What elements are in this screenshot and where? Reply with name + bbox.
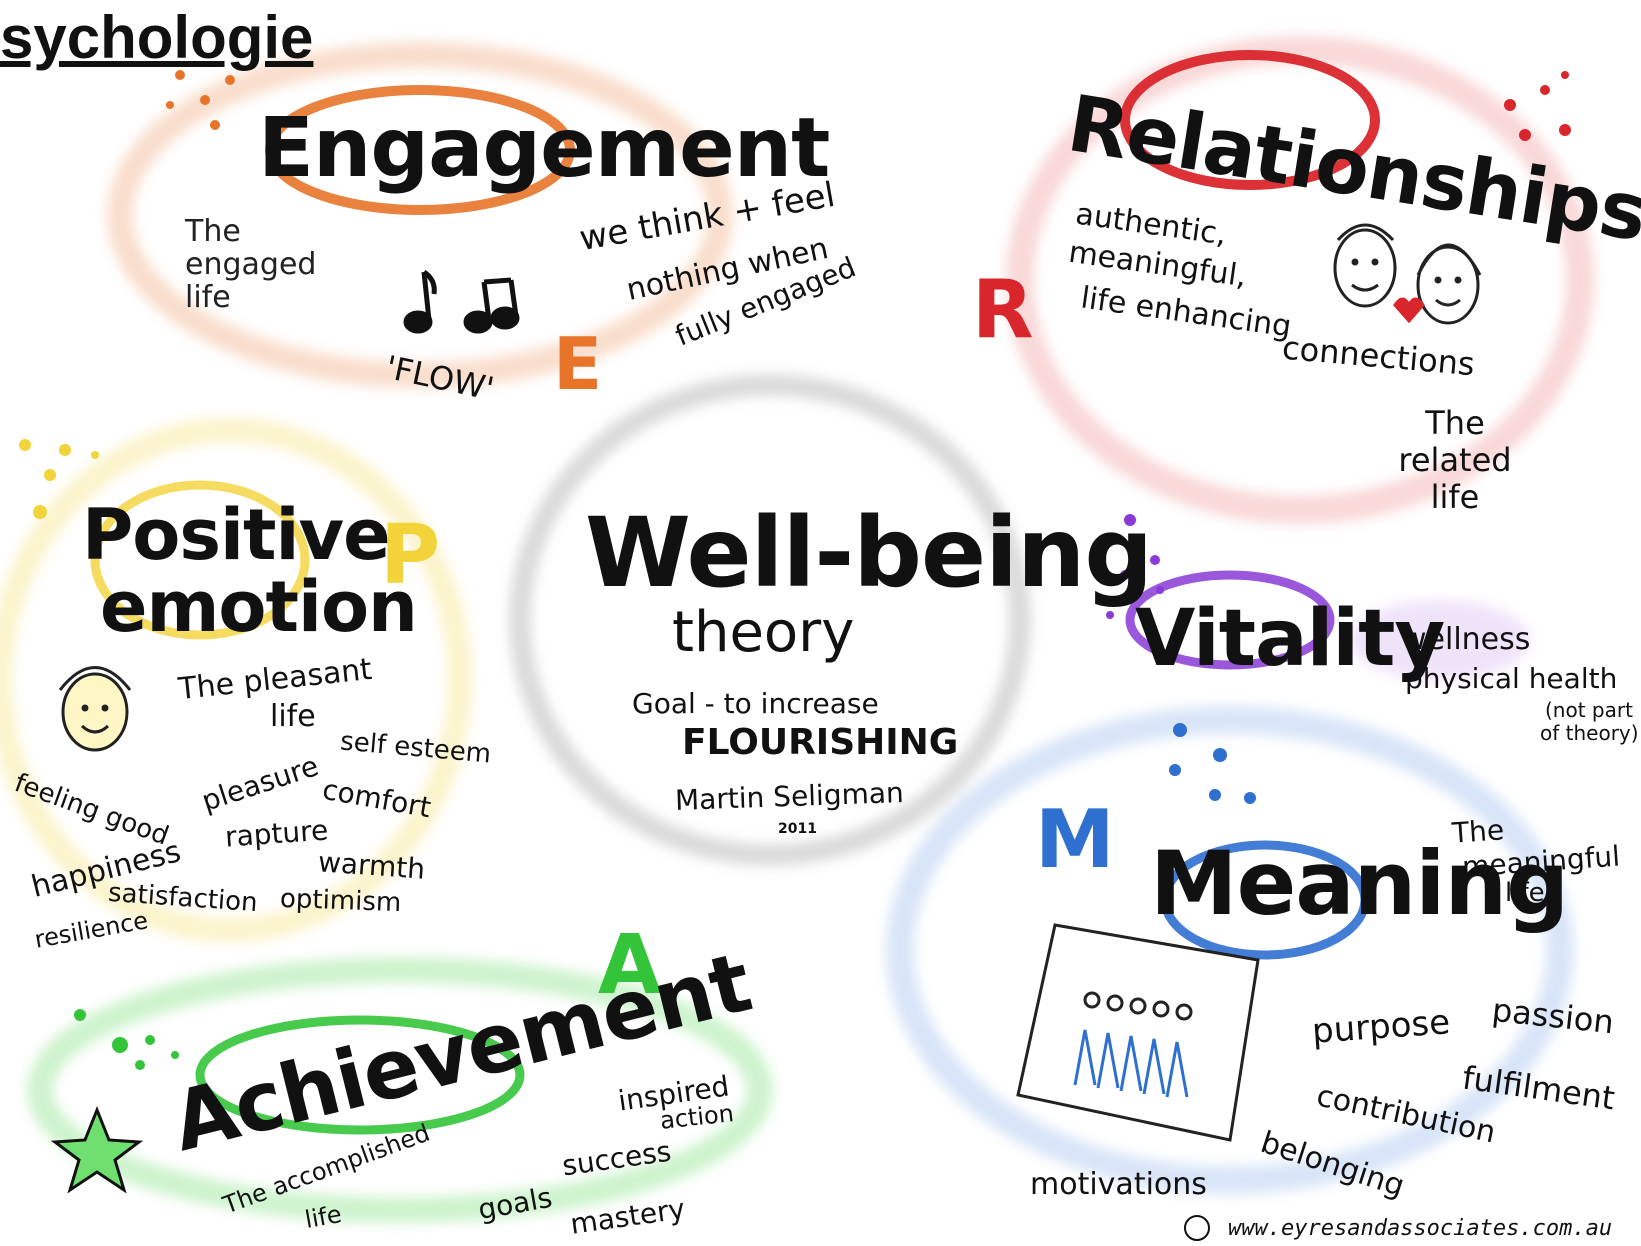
meaning-title: Meaning: [1150, 832, 1569, 935]
positive-letter: P: [380, 508, 441, 603]
positive-word: rapture: [223, 813, 330, 854]
music-notes-icon: [403, 269, 520, 334]
relationships-swirl-outer: [1006, 36, 1594, 524]
center-goal: Goal - to increase: [632, 687, 879, 720]
engagement-dots: [166, 70, 235, 130]
meaning-swirl-inner: [1160, 840, 1370, 960]
positive-title-1: Positive: [82, 494, 391, 576]
vitality-dots: [1106, 514, 1164, 619]
positive-title-2: emotion: [100, 566, 418, 648]
positive-life-2: life: [270, 699, 316, 734]
center-goal-strong: FLOURISHING: [682, 722, 959, 763]
vitality-title: Vitality: [1135, 594, 1445, 684]
vitality-note-1: wellness: [1402, 622, 1531, 657]
footer-url: www.eyresandassociates.com.au: [1228, 1216, 1613, 1241]
achievement-dots: [74, 1009, 179, 1070]
engagement-title: Engagement: [258, 101, 830, 196]
couple-faces-icon: [1333, 223, 1482, 325]
engagement-letter: E: [553, 322, 603, 406]
meaning-letter: M: [1035, 793, 1115, 886]
vitality-note-2: physical health: [1405, 662, 1618, 695]
achievement-swirl-outer: [27, 957, 773, 1223]
relationships-swirl-inner: [1120, 50, 1380, 190]
positive-swirl-outer: [0, 418, 472, 942]
center-subtitle: theory: [672, 600, 855, 665]
center-title: Well-being: [585, 497, 1153, 609]
engagement-swirl-outer: [107, 42, 733, 388]
relationships-letter: R: [972, 263, 1034, 356]
relationships-dots: [1504, 71, 1571, 141]
positive-word: optimism: [279, 883, 402, 919]
meaning-word: purpose: [1310, 1002, 1452, 1052]
center-ring: [509, 374, 1031, 866]
achievement-letter: A: [598, 918, 662, 1013]
positive-swirl-inner: [90, 480, 310, 640]
engagement-life: The engaged life: [185, 214, 317, 315]
star-icon: [50, 1105, 144, 1194]
positive-word: warmth: [317, 845, 427, 886]
center-year: 2011: [778, 821, 817, 837]
meaning-life-3: life: [1505, 878, 1545, 908]
relationships-life: The related life: [1398, 404, 1512, 516]
vitality-note-3: (not part: [1545, 698, 1633, 722]
achievement-swirl-inner: [195, 1015, 525, 1135]
smiling-face-icon: [58, 666, 132, 752]
engagement-swirl-inner: [265, 85, 575, 215]
center-author: Martin Seligman: [674, 776, 905, 817]
audience-frame-icon: [1016, 923, 1260, 1142]
vitality-note-4: of theory): [1540, 721, 1639, 745]
vitality-swirl: [1125, 570, 1335, 670]
meaning-dots: [1169, 723, 1256, 804]
achievement-word: action: [658, 1099, 736, 1135]
copyright-icon: [1184, 1215, 1210, 1241]
meaning-swirl-outer: [886, 706, 1574, 1194]
vitality-highlight: [1350, 600, 1530, 680]
meaning-word: motivations: [1030, 1167, 1207, 1202]
positive-dots: [19, 439, 99, 519]
meaning-life-1: The: [1450, 813, 1506, 850]
page-title: sychologie: [0, 4, 314, 71]
achievement-life-2: life: [302, 1200, 344, 1234]
